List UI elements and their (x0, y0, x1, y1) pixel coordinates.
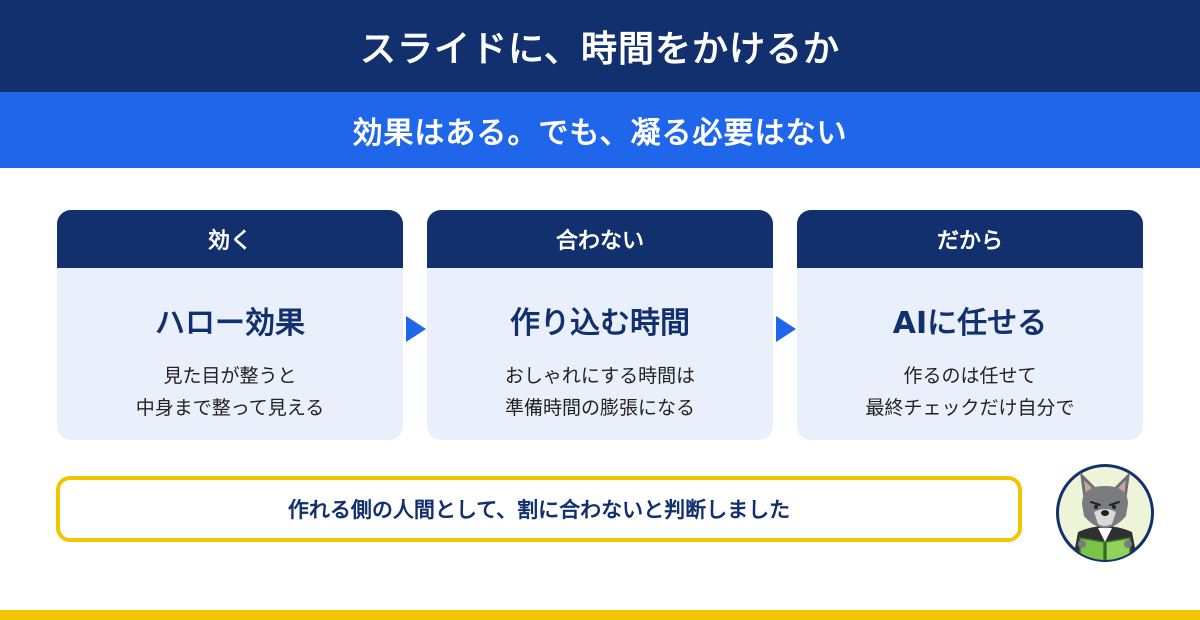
arrow-right-icon (406, 316, 426, 342)
card-body-line: 準備時間の膨張になる (504, 397, 695, 419)
card-mismatch: 合わない 作り込む時間 おしゃれにする時間は 準備時間の膨張になる (427, 210, 773, 440)
card-header: 効く (57, 210, 403, 268)
card-body: 見た目が整うと 中身まで整って見える (57, 360, 403, 424)
card-heading: ハロー効果 (155, 306, 305, 341)
slide-subtitle: 効果はある。でも、凝る必要はない (0, 92, 1200, 168)
slide-title: スライドに、時間をかけるか (0, 0, 1200, 92)
card-heading: 作り込む時間 (510, 306, 690, 341)
wolf-reading-book-icon (1056, 464, 1154, 562)
card-body-line: 中身まで整って見える (135, 397, 325, 419)
card-body-line: おしゃれにする時間は (504, 365, 696, 387)
conclusion-box: 作れる側の人間として、割に合わないと判断しました (56, 476, 1022, 542)
card-header: だから (797, 210, 1143, 268)
card-therefore: だから AIに任せる 作るのは任せて 最終チェックだけ自分で (797, 210, 1143, 440)
card-body-line: 最終チェックだけ自分で (865, 397, 1075, 419)
card-header: 合わない (427, 210, 773, 268)
arrow-right-icon (776, 316, 796, 342)
card-body-line: 作るのは任せて (903, 365, 1037, 387)
card-heading: AIに任せる (892, 306, 1048, 341)
bottom-accent-line (0, 610, 1200, 620)
card-effect: 効く ハロー効果 見た目が整うと 中身まで整って見える (57, 210, 403, 440)
card-body: 作るのは任せて 最終チェックだけ自分で (797, 360, 1143, 424)
card-body-line: 見た目が整うと (163, 365, 297, 387)
card-body: おしゃれにする時間は 準備時間の膨張になる (427, 360, 773, 424)
